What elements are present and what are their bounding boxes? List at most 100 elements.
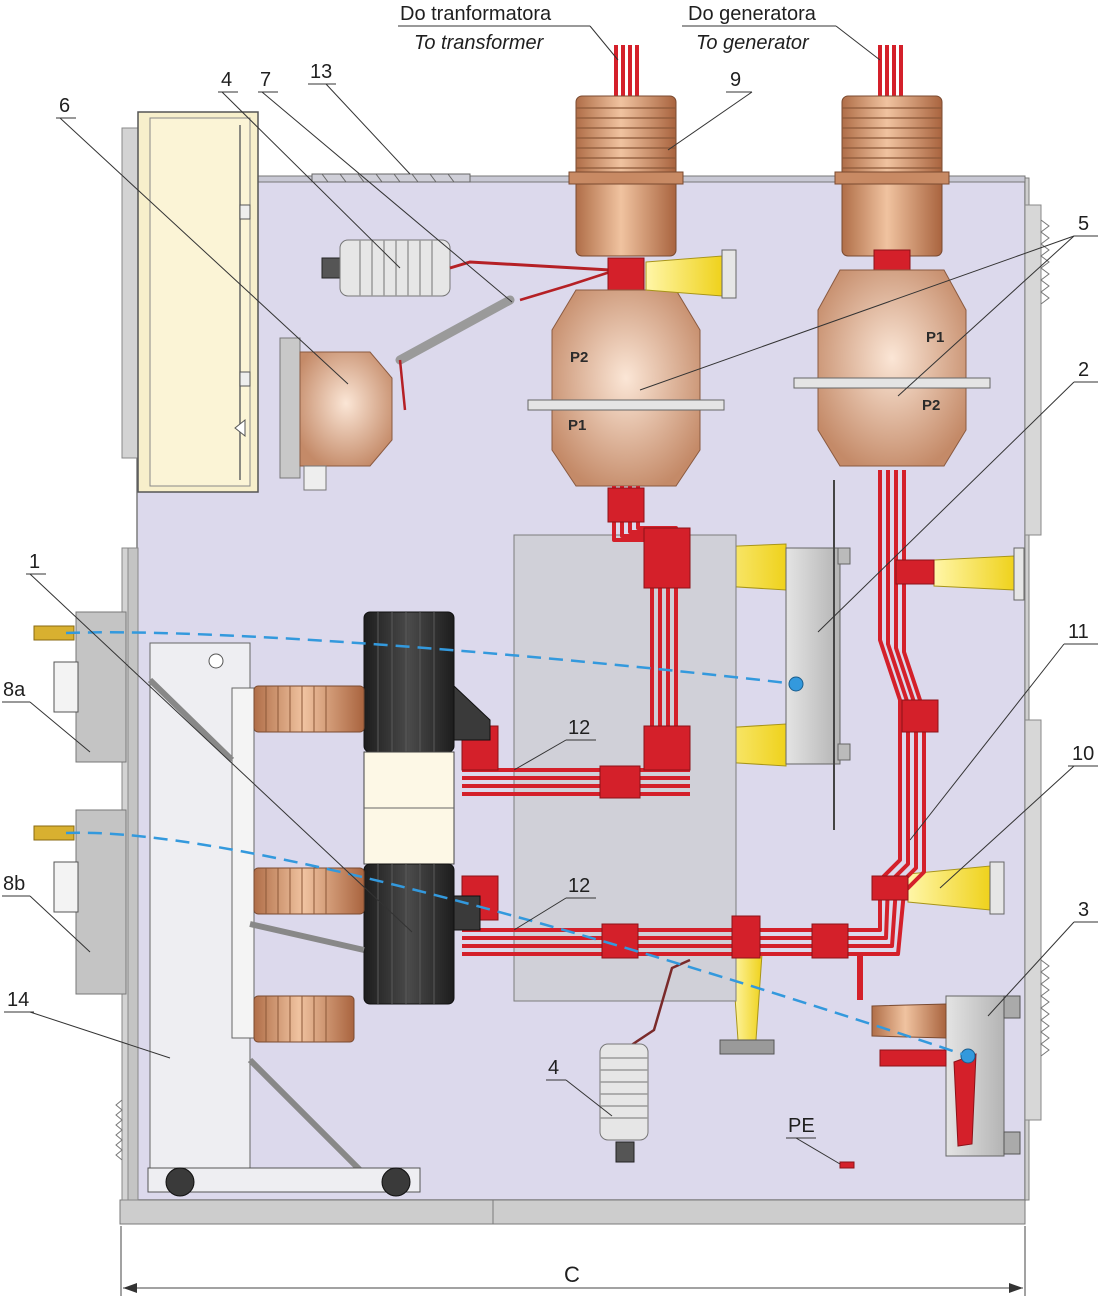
leader-10 [939,765,1075,889]
pole-column-middle [253,867,365,915]
pole-insulator-columns [253,685,365,1043]
disconnector-frame [785,547,841,765]
current-transformer-left: P2 P1 [527,257,725,487]
clamp-mid-lower [643,725,691,771]
leader-5a [639,235,1075,391]
leader-13 [325,83,411,175]
lv-hinge-bottom [239,371,251,387]
breaker-pole-upper-ribs [377,612,435,752]
aux-box-8a-body [75,611,127,763]
cable-conductors-generator [878,45,903,96]
trolley-handle-hole [208,653,224,669]
trolley-rail-frame [231,687,255,1039]
callout-8a: 8a [3,679,26,701]
leader-4-top [221,91,401,269]
ct-left-body [551,289,701,487]
callout-6: 6 [59,95,70,117]
pole-column-middle-ribs [265,868,327,914]
control-cable-links [65,631,969,1058]
insulator-right-lower-base [989,861,1005,915]
insulator-top-ct [645,255,723,297]
callout-7: 7 [260,69,271,91]
ct-right-body [817,269,967,467]
breaker-pole-bracket [453,684,491,931]
busbar-ct-left-down [612,486,678,752]
trolley-struts [147,677,365,1173]
leader-generator [835,25,881,61]
earthing-arm-lead [398,270,611,411]
aux-box-8b-body [75,809,127,995]
dimension-arrow-right [1009,1283,1023,1293]
roof-pressure-flap [311,173,471,183]
surge-arrester-sheds [359,240,433,296]
surge-arrester-top [321,239,611,297]
insulator-right-upper [933,555,1015,591]
callout-labels: Do tranformatora To transformer Do gener… [3,3,1094,1137]
dimension-c: C [120,1226,1026,1296]
ct-left-terminals [607,257,645,293]
leader-6 [59,117,349,385]
callout-1: 1 [29,551,40,573]
ct-right-terminals [873,249,911,271]
clamp-upper-bus-end [599,765,641,799]
left-vent-grill [115,1099,123,1161]
label-generator-pl: Do generatora [688,3,817,25]
lv-door-latch [234,418,246,438]
earthing-switch-arm [395,270,611,411]
disconnector-drive-point [788,676,804,692]
earthing-switch [871,995,1021,1157]
earthing-switch-bracket-bottom [1003,1131,1021,1155]
cabinet-base-plate [119,1199,1026,1225]
aux-box-8b-module [53,861,79,913]
pole-column-upper [253,685,365,733]
callout-11: 11 [1068,621,1089,643]
busbar-upper-horizontal [462,768,690,796]
dimension-label: C [564,1262,580,1287]
leader-7 [261,91,513,303]
current-transformer-right: P1 P2 [793,249,991,467]
bushing-to-transformer [568,45,684,257]
aux-box-8a-module [53,661,79,713]
disconnector-clip-bottom [837,743,851,761]
callout-4-bottom: 4 [548,1057,559,1079]
label-transformer-en: To transformer [414,32,545,54]
leader-4-bottom [565,1079,613,1117]
clamp-right-riser-1 [895,559,935,585]
vt-body [299,351,393,467]
voltage-transformer [279,337,393,491]
vt-foot [303,465,327,491]
leader-14 [29,1011,171,1059]
vt-bracket [279,337,301,479]
surge-arrester-body [339,239,451,297]
aux-box-8b-connector [33,825,75,841]
ct-left-label-p1: P1 [568,417,586,434]
lv-hinge-top [239,204,251,220]
pole-column-lower [253,995,355,1043]
surge-arrester-lead [449,260,611,272]
leader-11 [909,643,1065,841]
callout-14: 14 [7,989,29,1011]
clamp-right-riser-2 [901,699,939,733]
pole-column-upper-ribs [265,686,327,732]
aux-box-8a-connector [33,625,75,641]
callout-2: 2 [1078,359,1089,381]
callout-12-top: 12 [568,717,590,739]
leader-2 [817,381,1075,633]
cable-link-8b-to-earthing [65,831,969,1058]
earthing-switch-bracket-top [1003,995,1021,1019]
surge-arrester-bottom-lead [629,958,691,1048]
surge-arrester-bottom-sheds [600,1057,648,1119]
callout-10: 10 [1072,743,1094,765]
aux-box-8a [33,611,127,763]
clamp-top-ct-left [607,487,645,523]
leader-12-top [513,739,567,771]
surge-arrester-bottom-cap [615,1141,635,1163]
callout-9: 9 [730,69,741,91]
dimension-arrow-left [123,1283,137,1293]
surge-arrester-cap [321,257,341,279]
leader-transformer [589,25,619,61]
leader-9 [667,91,753,151]
bushing-flange-left [568,171,684,185]
callout-pe: PE [788,1115,815,1137]
